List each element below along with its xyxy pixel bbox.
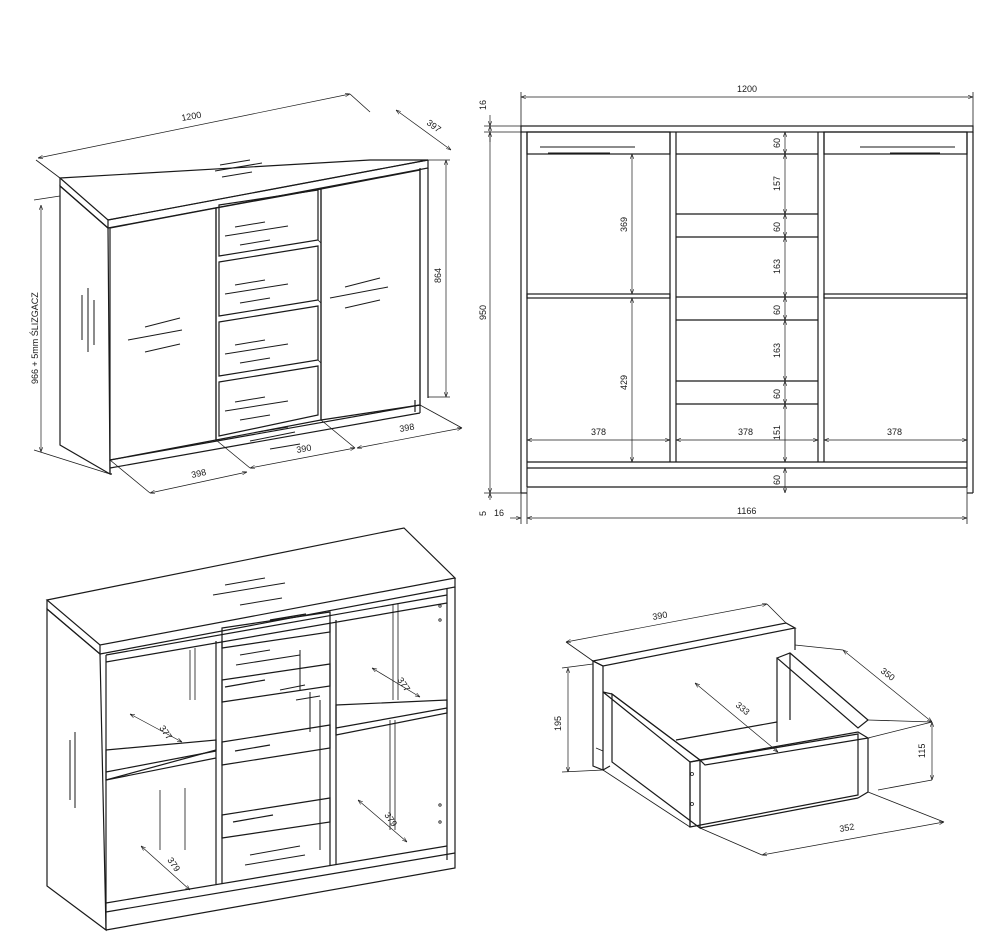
mid-gap-1-label: 60 xyxy=(772,138,782,148)
drawer-box-height-label: 115 xyxy=(917,744,927,758)
dim-bottom-left-label: 398 xyxy=(190,467,207,480)
bottom-gap-label: 60 xyxy=(772,475,782,485)
drawer-front-width-label: 390 xyxy=(652,610,669,622)
front-height-label: 950 xyxy=(478,305,488,320)
mid-gap-3-label: 60 xyxy=(772,305,782,315)
front-inner-width-label: 1166 xyxy=(737,506,756,516)
mid-space-2-label: 163 xyxy=(772,259,782,274)
left-width-label: 378 xyxy=(591,427,606,437)
dim-bottom-center-label: 390 xyxy=(296,443,313,455)
mid-gap-4-label: 60 xyxy=(772,389,782,399)
shelf-ll-label: 379 xyxy=(165,855,182,873)
dim-total-height-label: 966 + 5mm ŚLIZGACZ xyxy=(29,292,40,384)
drawer-depth-label: 350 xyxy=(879,666,897,683)
mid-space-3-label: 163 xyxy=(772,343,782,358)
open-cabinet-view: 377 377 379 379 xyxy=(45,527,457,932)
mid-gap-2-label: 60 xyxy=(772,222,782,232)
drawer-inner-diag-label: 333 xyxy=(734,700,752,717)
front-side-label: 16 xyxy=(494,508,504,518)
drawer-box-width-label: 352 xyxy=(839,822,856,834)
front-foot-label: 5 xyxy=(478,511,488,516)
mid-space-4-label: 151 xyxy=(772,425,782,440)
drawer-front-height-label: 195 xyxy=(553,716,563,731)
right-width-label: 378 xyxy=(887,427,902,437)
dim-bottom-right-label: 398 xyxy=(399,422,416,434)
drawer-detail-view: 390 350 195 115 333 352 xyxy=(553,604,944,855)
closed-cabinet-view: 1200 397 864 966 + 5mm ŚLIZGACZ 398 390 … xyxy=(29,94,462,493)
center-width-label: 378 xyxy=(738,427,753,437)
dim-body-height-label: 864 xyxy=(433,268,443,283)
left-upper-label: 369 xyxy=(619,217,629,232)
front-top-thickness-label: 16 xyxy=(478,100,488,110)
left-lower-label: 429 xyxy=(619,375,629,390)
front-view: 1200 16 950 5 16 1166 369 429 378 378 37… xyxy=(478,84,974,524)
shelf-ul-label: 377 xyxy=(157,723,174,741)
shelf-lr-label: 379 xyxy=(382,810,399,828)
mid-space-1-label: 157 xyxy=(772,176,782,191)
front-width-label: 1200 xyxy=(737,84,757,94)
dim-depth-label: 397 xyxy=(425,118,443,135)
dim-width-label: 1200 xyxy=(181,110,202,123)
